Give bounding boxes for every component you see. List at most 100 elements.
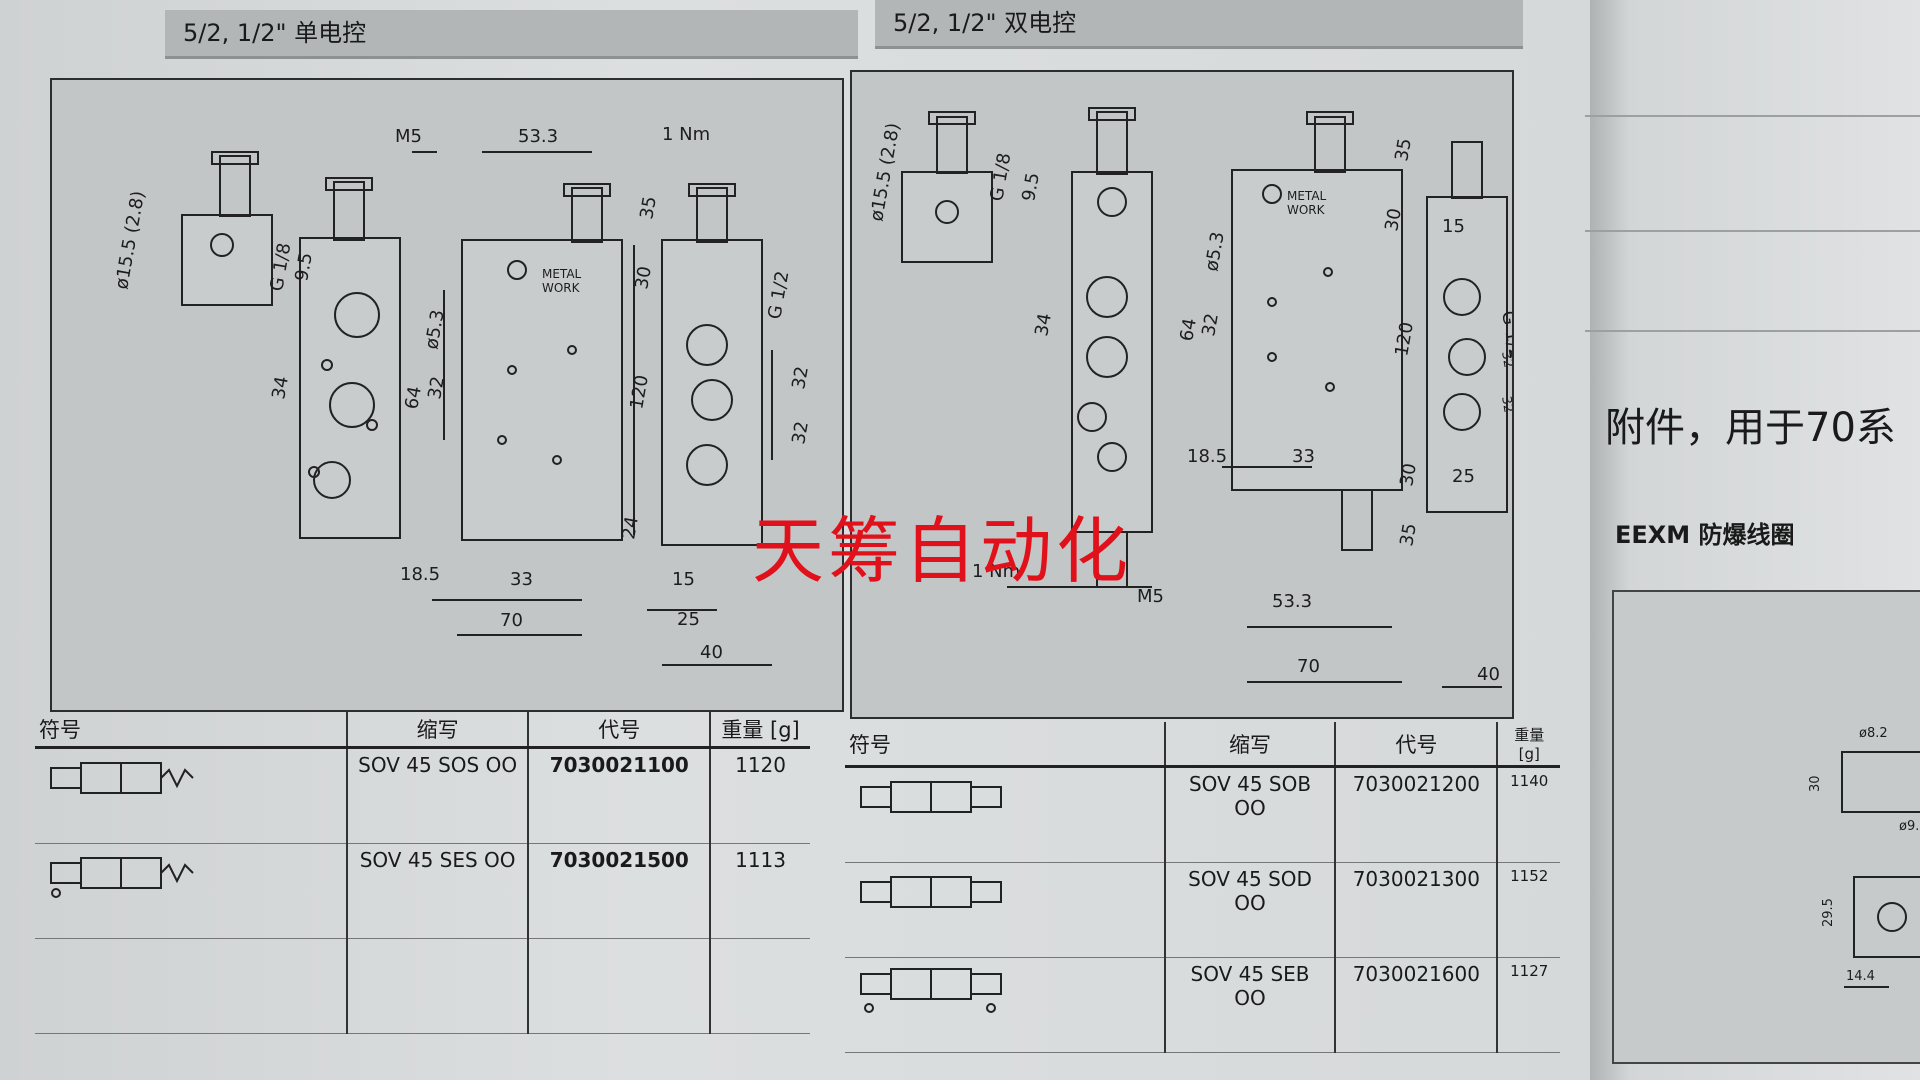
- weight-cell: [709, 938, 810, 1034]
- left-panel-header: 5/2, 1/2" 单电控: [165, 10, 858, 59]
- dim-32c: 32: [1498, 395, 1512, 414]
- dim-9-5: 9.5: [1018, 171, 1044, 203]
- code-cell: [527, 938, 711, 1034]
- dim-33: 33: [1292, 446, 1315, 467]
- symbol-cell: [35, 843, 347, 939]
- symbol-cell: [35, 747, 347, 844]
- dim-34: 34: [1031, 312, 1056, 338]
- dim-phi15: ø15.5 (2.8): [111, 189, 149, 291]
- col-symbol: 符号: [35, 712, 347, 749]
- left-drawing-frame: ø15.5 (2.8) G 1/8 9.5 M5 53.3 1 Nm 35 30…: [50, 78, 844, 712]
- right-drawing-frame: ø15.5 (2.8) G 1/8 9.5 30 35 ø5.3 64 32 3…: [850, 70, 1514, 719]
- facing-page-subtitle: EEXM 防爆线圈: [1615, 521, 1795, 549]
- valve-symbol-icon: [50, 762, 194, 794]
- symbol-cell: [845, 957, 1165, 1053]
- dim-35: 35: [636, 195, 661, 221]
- abbr-cell: SOV 45 SOS OO: [345, 747, 529, 844]
- dim-phi15: ø15.5 (2.8): [866, 121, 904, 223]
- dim-25: 25: [1452, 466, 1475, 487]
- symbol-cell: [845, 862, 1165, 958]
- col-weight: 重量 [g]: [1496, 722, 1560, 768]
- right-panel-header: 5/2, 1/2" 双电控: [875, 0, 1523, 49]
- dim-53-3: 53.3: [518, 126, 558, 147]
- dim-64: 64: [1176, 317, 1201, 343]
- dim-m5: M5: [1137, 586, 1164, 607]
- dim-m5: M5: [395, 126, 422, 147]
- dim-torque: 1 Nm: [972, 561, 1020, 582]
- dim-29-5: 29.5: [1821, 898, 1836, 927]
- logo-text-bottom: WORK: [1287, 203, 1326, 217]
- dim-35b: 35: [1396, 522, 1421, 548]
- dim-32b: 32: [1498, 350, 1512, 369]
- dim-30: 30: [1381, 207, 1406, 233]
- weight-cell: 1152: [1496, 862, 1560, 958]
- left-spec-table: 符号 缩写 代号 重量 [g] SOV 45 SOS OO 7030021100…: [35, 712, 810, 1034]
- dim-32: 32: [1198, 312, 1223, 338]
- dim-120: 120: [626, 373, 653, 410]
- code-cell: 7030021600: [1334, 957, 1498, 1053]
- dim-40: 40: [1477, 664, 1500, 685]
- table-row: SOV 45 SES OO 7030021500 1113: [35, 843, 810, 939]
- dim-35: 35: [1391, 137, 1416, 163]
- valve-symbol-icon: [860, 876, 1002, 908]
- table-row: SOV 45 SOB OO 7030021200 1140: [845, 766, 1560, 863]
- dim-64: 64: [401, 385, 426, 411]
- ruled-line: [1585, 115, 1920, 117]
- col-abbr: 缩写: [345, 712, 529, 749]
- left-technical-drawing: ø15.5 (2.8) G 1/8 9.5 M5 53.3 1 Nm 35 30…: [111, 124, 813, 666]
- dim-53-3: 53.3: [1272, 591, 1312, 612]
- code-cell: 7030021500: [527, 843, 711, 939]
- ruled-line: [1585, 230, 1920, 232]
- weight-cell: 1127: [1496, 957, 1560, 1053]
- code-cell: 7030021100: [527, 747, 711, 844]
- col-weight: 重量 [g]: [709, 712, 810, 749]
- table-row: SOV 45 SEB OO 7030021600 1127: [845, 957, 1560, 1053]
- dim-30: 30: [1808, 775, 1823, 792]
- dim-phi8-2: ø8.2: [1859, 726, 1888, 741]
- dim-32: 32: [424, 375, 449, 401]
- left-header-text: 5/2, 1/2" 单电控: [183, 19, 367, 47]
- dim-70: 70: [1297, 656, 1320, 677]
- dim-32c: 32: [788, 420, 813, 446]
- dim-30b: 30: [1396, 462, 1421, 488]
- dim-phi9-2: ø9.2: [1899, 819, 1920, 834]
- logo-text-top: METAL: [1287, 189, 1327, 203]
- right-spec-table: 符号 缩写 代号 重量 [g] SOV 45 SOB OO 7030021200…: [845, 722, 1560, 1053]
- abbr-cell: SOV 45 SOD OO: [1163, 862, 1336, 958]
- dim-18-5: 18.5: [1187, 446, 1227, 467]
- valve-symbol-icon: [50, 857, 194, 898]
- table-header-row: 符号 缩写 代号 重量 [g]: [845, 722, 1560, 768]
- dim-14-4: 14.4: [1846, 969, 1875, 984]
- ruled-line: [1585, 330, 1920, 332]
- table-header-row: 符号 缩写 代号 重量 [g]: [35, 712, 810, 749]
- dim-25: 25: [677, 609, 700, 630]
- dim-15: 15: [672, 569, 695, 590]
- valve-symbol-icon: [860, 781, 1002, 813]
- logo-text-bottom: WORK: [542, 281, 581, 295]
- table-row: SOV 45 SOD OO 7030021300 1152: [845, 862, 1560, 958]
- abbr-cell: [345, 938, 529, 1034]
- code-cell: 7030021300: [1334, 862, 1498, 958]
- valve-symbol-icon: [860, 968, 1002, 1013]
- abbr-cell: SOV 45 SES OO: [345, 843, 529, 939]
- dim-30: 30: [631, 265, 656, 291]
- abbr-cell: SOV 45 SEB OO: [1163, 957, 1336, 1053]
- col-abbr: 缩写: [1163, 722, 1336, 768]
- weight-cell: 1140: [1496, 766, 1560, 863]
- dim-torque: 1 Nm: [662, 124, 710, 145]
- logo-text-top: METAL: [542, 267, 582, 281]
- dim-phi5-3: ø5.3: [1201, 230, 1229, 273]
- right-technical-drawing: ø15.5 (2.8) G 1/8 9.5 30 35 ø5.3 64 32 3…: [866, 107, 1512, 688]
- abbr-cell: SOV 45 SOB OO: [1163, 766, 1336, 863]
- weight-cell: 1113: [709, 843, 810, 939]
- dim-40: 40: [700, 642, 723, 663]
- dim-15: 15: [1442, 216, 1465, 237]
- table-row: SOV 45 SOS OO 7030021100 1120: [35, 747, 810, 844]
- right-header-text: 5/2, 1/2" 双电控: [893, 9, 1077, 37]
- dim-70: 70: [500, 610, 523, 631]
- col-symbol: 符号: [845, 722, 1165, 768]
- watermark-text: 天筹自动化: [752, 509, 1133, 593]
- weight-cell: 1120: [709, 747, 810, 844]
- code-cell: 7030021200: [1334, 766, 1498, 863]
- coil-drawing: ø8.2 30 ø9.2 29.5 14.4: [1808, 726, 1920, 988]
